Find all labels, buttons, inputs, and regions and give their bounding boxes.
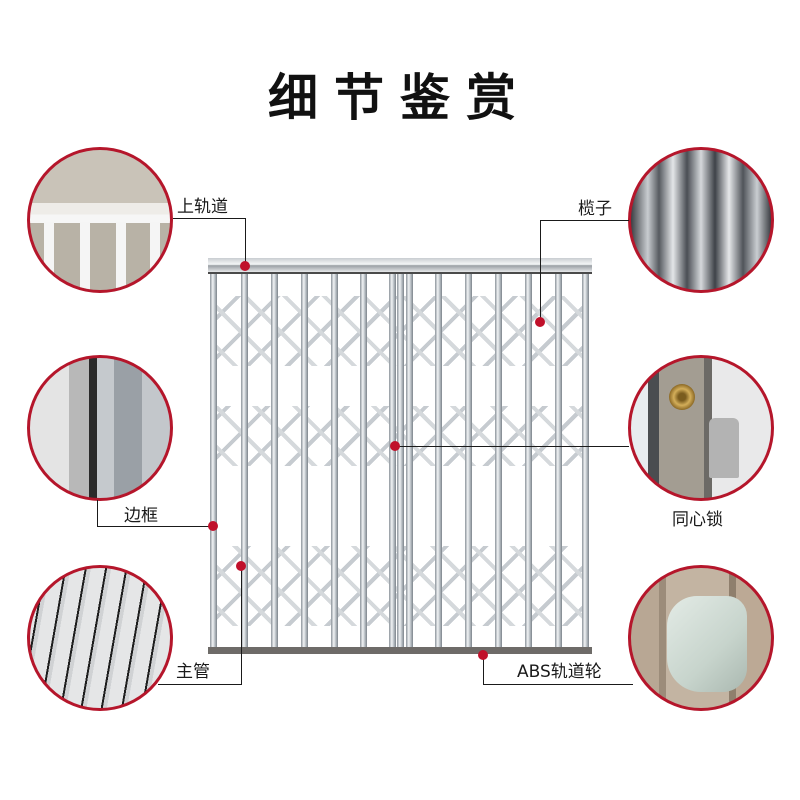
side-frame-label: 边框 <box>124 506 158 526</box>
top-rail-label: 上轨道 <box>177 197 228 217</box>
key-icon <box>709 418 739 478</box>
main-tube-detail-photo <box>27 565 173 711</box>
wheel-icon <box>667 596 747 692</box>
concentric-lock-detail-photo <box>628 355 774 501</box>
top-rail-detail-photo <box>27 147 173 293</box>
lock-label: 同心锁 <box>672 510 723 530</box>
olive-link-detail-photo <box>628 147 774 293</box>
abs-track-wheel-detail-photo <box>628 565 774 711</box>
side-frame-marker <box>208 521 218 531</box>
main-tube-marker <box>236 561 246 571</box>
top-rail-marker <box>240 261 250 271</box>
main-tube-label: 主管 <box>176 662 210 682</box>
top-rail <box>208 258 592 274</box>
wheel-marker <box>478 650 488 660</box>
folding-gate-image <box>205 256 595 658</box>
bottom-track <box>208 647 592 654</box>
lock-cylinder-icon <box>669 384 695 410</box>
olive-label: 榄子 <box>578 199 612 219</box>
olive-marker <box>535 317 545 327</box>
side-frame-detail-photo <box>27 355 173 501</box>
wheel-label: ABS轨道轮 <box>517 662 602 682</box>
page-title: 细节鉴赏 <box>268 69 532 127</box>
lock-marker <box>390 441 400 451</box>
